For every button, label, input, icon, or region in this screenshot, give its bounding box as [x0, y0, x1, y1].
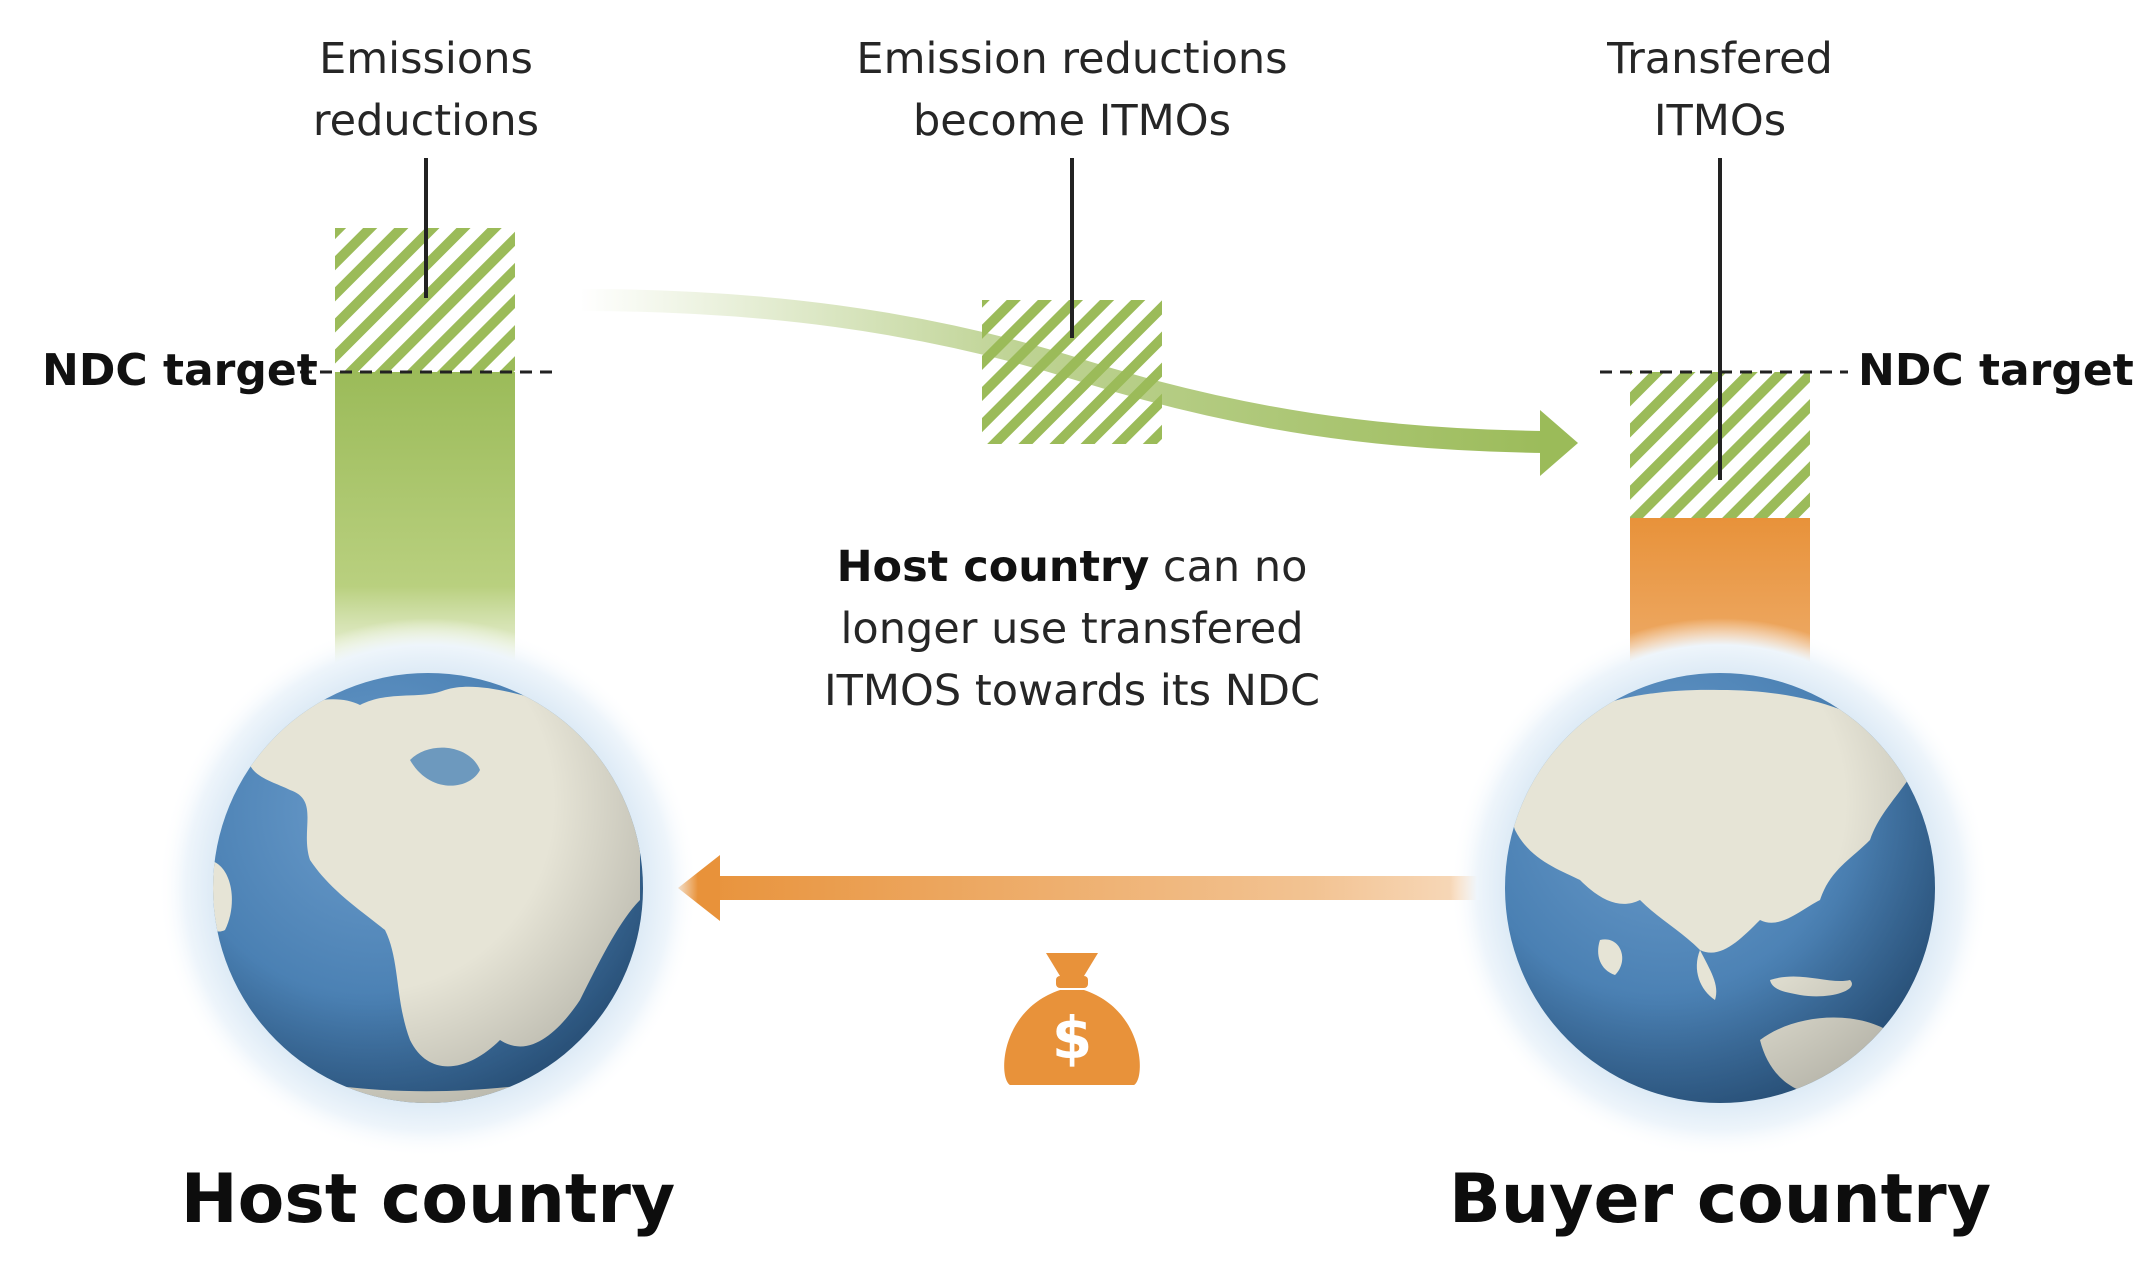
- label-line: reductions: [312, 96, 540, 146]
- host-country-note: Host country can no longer use transfere…: [792, 536, 1352, 722]
- label-transferred-itmos: Transfered ITMOs: [1570, 28, 1870, 152]
- label-line: Emissions: [319, 34, 533, 84]
- note-line-2: longer use transfered: [840, 604, 1304, 654]
- ndc-target-label-left: NDC target: [42, 345, 318, 396]
- label-become-itmos: Emission reductions become ITMOs: [842, 28, 1302, 152]
- label-emissions-reductions: Emissions reductions: [276, 28, 576, 152]
- note-line-1: Host country can no: [792, 536, 1352, 598]
- label-line: become ITMOs: [912, 96, 1231, 146]
- green-transfer-arrow: [579, 289, 1546, 453]
- green-arrowhead: [1540, 410, 1578, 476]
- note-line-3: ITMOS towards its NDC: [823, 666, 1320, 716]
- label-line: Transfered: [1607, 34, 1833, 84]
- buyer-globe: [1450, 618, 1990, 1158]
- orange-arrowhead: [678, 855, 720, 921]
- buyer-country-label: Buyer country: [1448, 1160, 1992, 1239]
- label-line: Emission reductions: [856, 34, 1288, 84]
- money-bag-icon: $: [1004, 953, 1140, 1085]
- money-symbol: $: [1052, 1004, 1092, 1072]
- host-globe: [158, 618, 698, 1158]
- note-bold: Host country: [836, 542, 1150, 592]
- label-line: ITMOs: [1653, 96, 1787, 146]
- note-rest: can no: [1149, 542, 1308, 592]
- host-country-label: Host country: [180, 1160, 676, 1239]
- ndc-target-label-right: NDC target: [1858, 345, 2134, 396]
